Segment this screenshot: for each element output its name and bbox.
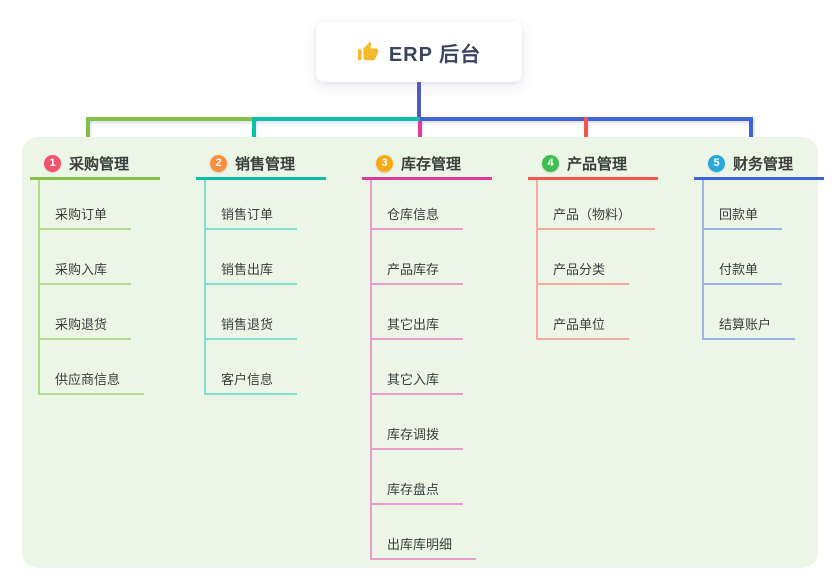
child-node-label: 销售退货 — [221, 317, 274, 332]
connector-drop-product — [584, 117, 588, 150]
child-node[interactable]: 结算账户 — [702, 314, 796, 340]
branch-node-product[interactable]: 4 产品管理 — [528, 150, 658, 180]
child-node[interactable]: 产品单位 — [536, 314, 630, 340]
child-node[interactable]: 销售订单 — [204, 204, 298, 230]
child-node[interactable]: 采购订单 — [38, 204, 132, 230]
branch-node-finance[interactable]: 5 财务管理 — [694, 150, 824, 180]
child-node-label: 采购订单 — [55, 207, 108, 222]
branch-title: 财务管理 — [733, 156, 794, 173]
child-node-label: 其它出库 — [387, 317, 440, 332]
child-node-label: 产品单位 — [553, 317, 606, 332]
connector-child-trunk — [204, 180, 206, 395]
connector-child-trunk — [536, 180, 538, 340]
connector-drop-inventory — [418, 121, 422, 150]
child-node[interactable]: 客户信息 — [204, 369, 298, 395]
child-node[interactable]: 出库库明细 — [370, 534, 477, 560]
child-node-label: 库存盘点 — [387, 482, 440, 497]
child-node[interactable]: 库存盘点 — [370, 479, 464, 505]
connector-drop-purchase — [86, 117, 90, 150]
branch-node-sales[interactable]: 2 销售管理 — [196, 150, 326, 180]
child-node-label: 其它入库 — [387, 372, 440, 387]
child-node-label: 结算账户 — [719, 317, 772, 332]
child-node[interactable]: 供应商信息 — [38, 369, 145, 395]
connector-drop-finance — [749, 117, 753, 150]
child-node-label: 采购入库 — [55, 262, 108, 277]
branch-title: 销售管理 — [235, 156, 296, 173]
child-node[interactable]: 产品库存 — [370, 259, 464, 285]
branch-badge-icon: 1 — [44, 155, 61, 172]
connector-bus-segment-sales — [254, 117, 420, 121]
child-node-label: 仓库信息 — [387, 207, 440, 222]
child-node-label: 产品库存 — [387, 262, 440, 277]
branch-title: 库存管理 — [401, 156, 462, 173]
branch-badge-icon: 5 — [708, 155, 725, 172]
connector-root-trunk — [417, 82, 421, 119]
branch-node-inventory[interactable]: 3 库存管理 — [362, 150, 492, 180]
connector-drop-sales — [252, 117, 256, 150]
connector-bus-segment-purchase — [86, 117, 254, 121]
child-node[interactable]: 销售出库 — [204, 259, 298, 285]
child-node-label: 销售出库 — [221, 262, 274, 277]
child-node-label: 客户信息 — [221, 372, 274, 387]
child-node-label: 采购退货 — [55, 317, 108, 332]
branch-node-purchase[interactable]: 1 采购管理 — [30, 150, 160, 180]
child-node[interactable]: 付款单 — [702, 259, 783, 285]
child-node[interactable]: 销售退货 — [204, 314, 298, 340]
connector-child-trunk — [370, 180, 372, 560]
child-node-label: 供应商信息 — [55, 372, 121, 387]
child-node-label: 库存调拨 — [387, 427, 440, 442]
child-node[interactable]: 产品（物料） — [536, 204, 656, 230]
child-node[interactable]: 仓库信息 — [370, 204, 464, 230]
child-node-label: 产品分类 — [553, 262, 606, 277]
root-node[interactable]: ERP 后台 — [316, 22, 522, 82]
child-node-label: 销售订单 — [221, 207, 274, 222]
branch-title: 产品管理 — [567, 156, 628, 173]
child-node[interactable]: 其它出库 — [370, 314, 464, 340]
child-node-label: 产品（物料） — [553, 207, 632, 222]
child-node[interactable]: 库存调拨 — [370, 424, 464, 450]
child-node-label: 出库库明细 — [387, 537, 453, 552]
root-node-title: ERP 后台 — [388, 43, 482, 66]
child-node[interactable]: 采购入库 — [38, 259, 132, 285]
branch-badge-icon: 4 — [542, 155, 559, 172]
child-node-label: 付款单 — [719, 262, 759, 277]
child-node-label: 回款单 — [719, 207, 759, 222]
connector-child-trunk — [38, 180, 40, 395]
thumbs-up-icon — [357, 41, 379, 63]
branch-badge-icon: 3 — [376, 155, 393, 172]
branch-title: 采购管理 — [69, 156, 130, 173]
child-node[interactable]: 采购退货 — [38, 314, 132, 340]
connector-child-trunk — [702, 180, 704, 340]
child-node[interactable]: 其它入库 — [370, 369, 464, 395]
child-node[interactable]: 产品分类 — [536, 259, 630, 285]
child-node[interactable]: 回款单 — [702, 204, 783, 230]
mindmap-panel — [22, 137, 818, 568]
branch-badge-icon: 2 — [210, 155, 227, 172]
